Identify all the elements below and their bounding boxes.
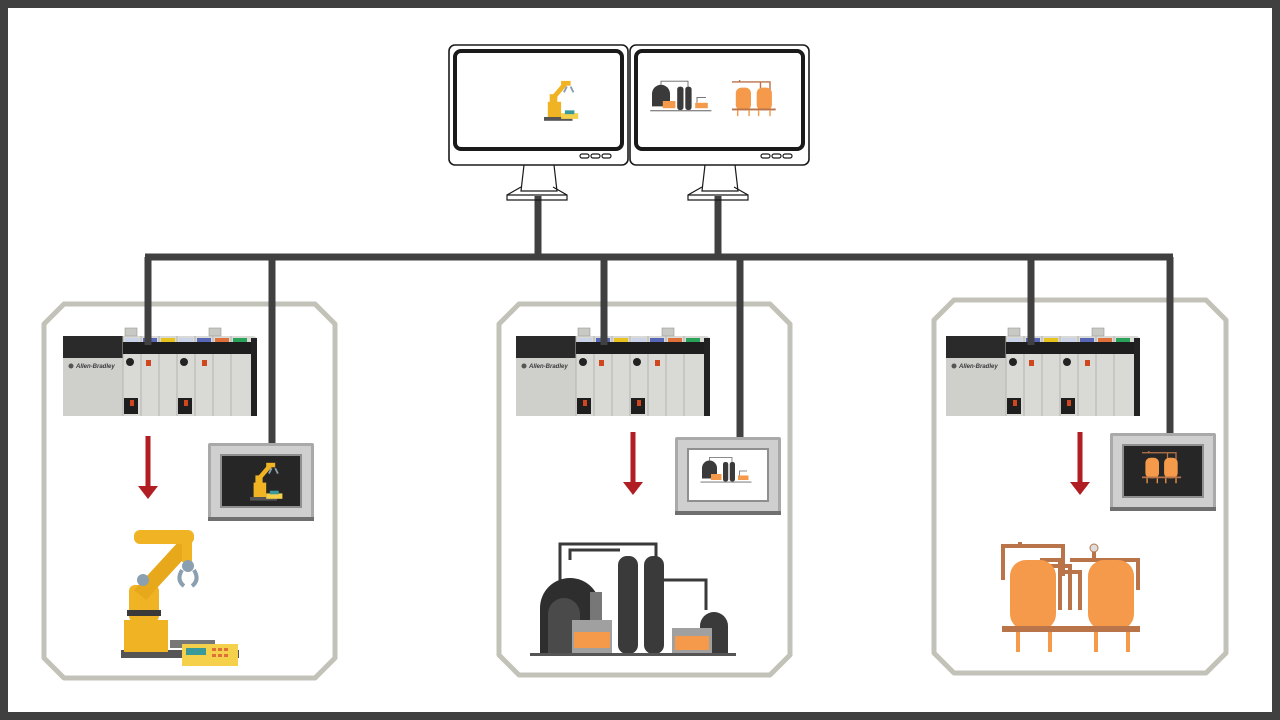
brand-logo-text: Allen-Bradley: [958, 364, 998, 370]
brand-logo-text: Allen-Bradley: [75, 364, 115, 370]
robot-arm-illustration: [121, 530, 239, 666]
network-bus: [145, 196, 1173, 261]
workstation-left-monitor: [447, 43, 630, 202]
plc-rack-refinery-cell: Allen-Bradley: [515, 327, 711, 417]
robot-cell-border: [41, 301, 338, 681]
process-tanks-illustration: [1001, 542, 1140, 652]
refinery-cell-border: [496, 301, 793, 678]
workstation-right-monitor: [628, 43, 811, 202]
plc-rack-tank-cell: Allen-Bradley: [945, 327, 1141, 417]
hmi-panel-refinery-cell: [675, 437, 781, 515]
control-arrows: [138, 432, 1090, 499]
refinery-illustration: [530, 542, 736, 656]
brand-logo-text: Allen-Bradley: [528, 364, 568, 370]
hmi-panel-robot-cell: [208, 443, 314, 521]
hmi-panel-tank-cell: [1110, 433, 1216, 511]
tank-cell-border: [931, 297, 1229, 676]
plc-rack-robot-cell: Allen-Bradley: [62, 327, 258, 417]
